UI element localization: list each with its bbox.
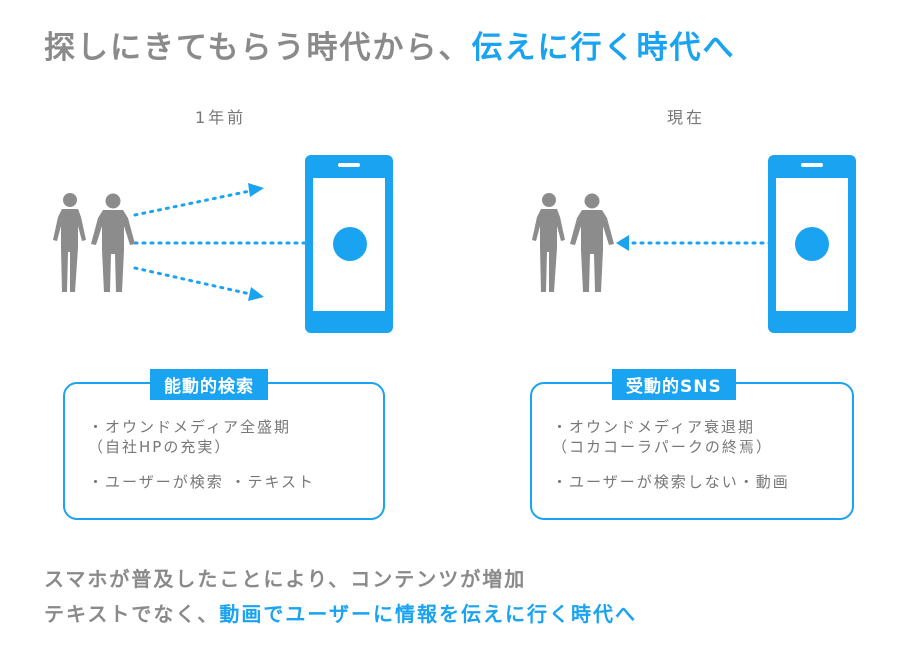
left-box-line-3: ・ユーザーが検索 ・テキスト: [88, 473, 316, 491]
left-box-line-1: ・オウンドメディア全盛期: [88, 418, 291, 436]
people-icon-right: [532, 193, 614, 292]
left-column-label: 1年前: [195, 108, 247, 127]
right-box-line-1: ・オウンドメディア衰退期: [552, 418, 755, 436]
bottom-line-2-prefix: テキストでなく、: [44, 602, 220, 626]
arrowhead-upper: [248, 183, 264, 197]
bottom-line-2: テキストでなく、動画でユーザーに情報を伝えに行く時代へ: [44, 598, 637, 627]
smartphone-icon-right: [768, 155, 856, 333]
arrow-left-upper: [133, 189, 252, 217]
right-column-label: 現在: [667, 108, 706, 127]
right-box-title: 受動的SNS: [612, 369, 736, 400]
phone-content-dot: [795, 227, 829, 261]
phone-speaker: [338, 163, 360, 167]
arrow-left-lower: [133, 266, 252, 296]
left-box-line-2: （自社HPの充実）: [88, 438, 232, 456]
smartphone-icon-left: [305, 155, 393, 333]
title-prefix: 探しにきてもらう時代から、: [44, 30, 472, 66]
right-box-line-2: （コカコーラパークの終焉）: [552, 438, 773, 456]
right-box-line-3: ・ユーザーが検索しない・動画: [552, 473, 790, 491]
phone-speaker: [801, 163, 823, 167]
left-info-box: [63, 382, 385, 520]
title-highlight: 伝えに行く時代へ: [471, 30, 736, 66]
people-icon-left: [53, 193, 135, 292]
arrowhead-right: [616, 235, 629, 251]
bottom-line-1: スマホが普及したことにより、コンテンツが増加: [44, 567, 527, 591]
left-box-title: 能動的検索: [150, 369, 268, 400]
phone-content-dot: [333, 227, 367, 261]
page-title: 探しにきてもらう時代から、伝えに行く時代へ: [44, 22, 735, 67]
arrowhead-lower: [248, 287, 264, 301]
bottom-line-2-highlight: 動画でユーザーに情報を伝えに行く時代へ: [219, 602, 638, 626]
